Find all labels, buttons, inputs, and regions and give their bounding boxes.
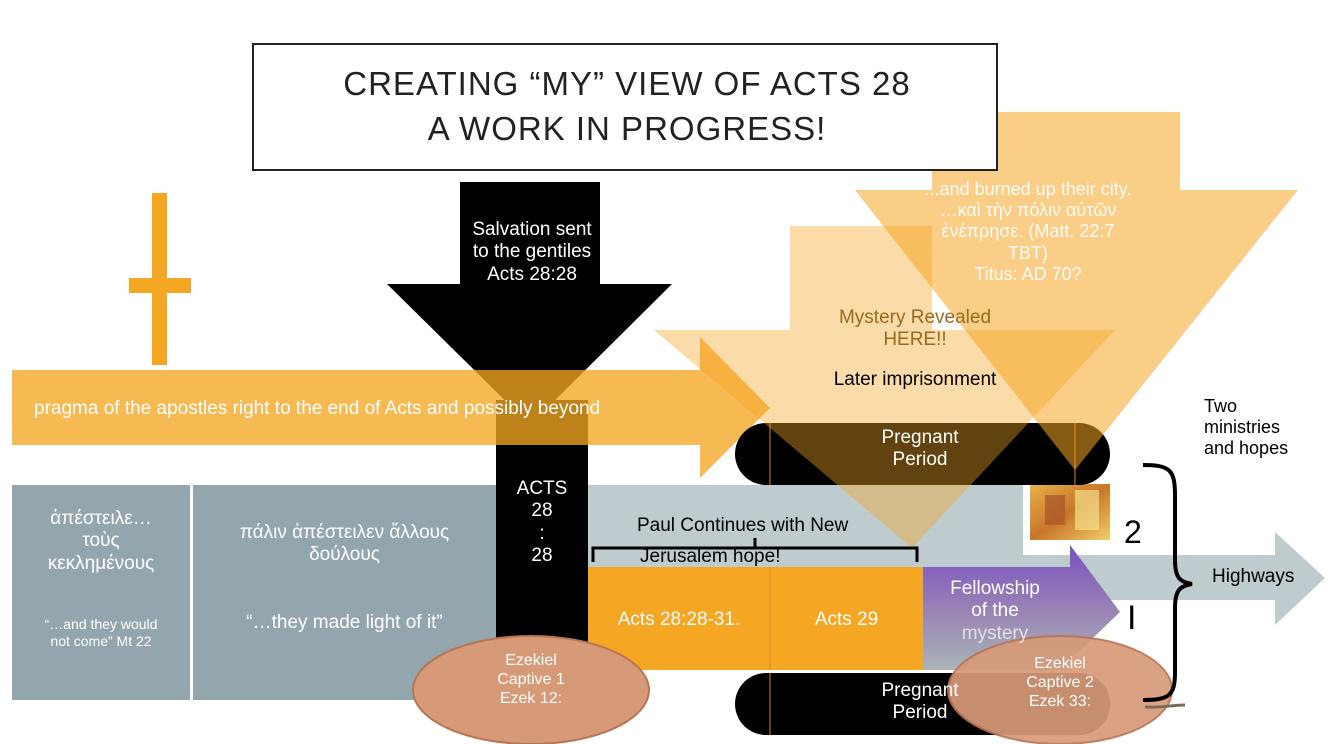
salvation-arrow bbox=[387, 182, 672, 425]
burned-line-3: ἐνέπρησε. (Matt. 22:7 bbox=[941, 221, 1115, 242]
acts-line-1: ACTS bbox=[516, 478, 568, 499]
ezekiel-ellipse-1 bbox=[412, 635, 650, 744]
pregnant-bottom-text: Pregnant Period bbox=[860, 680, 980, 725]
salvation-line-2: to the gentiles bbox=[472, 241, 592, 263]
box1-greek-3: κεκλημένους bbox=[47, 552, 155, 574]
mystery-arrow bbox=[654, 226, 1115, 548]
paul-continues-line-2: Jerusalem hope! bbox=[640, 546, 781, 567]
box1-quote-2: not come” Mt 22 bbox=[50, 632, 152, 649]
acts29-band bbox=[770, 567, 923, 670]
box1-greek: ἀπέστειλε… τοὺς κεκλημένους bbox=[12, 508, 190, 575]
acts-column-text: ACTS 28 : 28 bbox=[496, 478, 588, 568]
mystery-line-2: HERE!! bbox=[883, 329, 947, 351]
two-ministries-line-3: and hopes bbox=[1204, 438, 1289, 459]
salvation-text: Salvation sent to the gentiles Acts 28:2… bbox=[452, 219, 612, 286]
greek-box-1 bbox=[12, 485, 190, 700]
acts-line-3: : bbox=[539, 522, 545, 544]
highway-arrow bbox=[1010, 532, 1325, 625]
pragma-arrow bbox=[12, 337, 770, 478]
burned-city-arrow bbox=[855, 112, 1298, 470]
paul-continues-line-1: Paul Continues with New bbox=[637, 515, 849, 536]
connector-curve bbox=[1144, 703, 1186, 709]
ezekiel2-text: Ezekiel Captive 2 Ezek 33: bbox=[990, 655, 1130, 712]
acts-line-4: 28 bbox=[531, 545, 553, 567]
mystery-line-1: Mystery Revealed bbox=[838, 307, 992, 328]
fellowship-line-2: of the bbox=[971, 600, 1019, 622]
salvation-line-3: Acts 28:28 bbox=[487, 263, 577, 285]
two-ministries-line-1: Two bbox=[1204, 396, 1238, 416]
ezekiel1-line-3: Ezek 12: bbox=[499, 689, 563, 707]
box2-quote: “…they made light of it” bbox=[246, 612, 443, 633]
highways-label: Highways bbox=[1212, 566, 1295, 587]
acts29-label: Acts 29 bbox=[814, 609, 879, 630]
box1-greek-2: τοὺς bbox=[82, 530, 120, 552]
paul-band bbox=[578, 485, 1023, 567]
burned-line-5: Titus: AD 70? bbox=[974, 263, 1082, 284]
fellowship-line-3: mystery bbox=[961, 622, 1029, 644]
ezekiel1-line-1: Ezekiel bbox=[505, 652, 557, 669]
ezekiel2-line-2: Captive 2 bbox=[1026, 673, 1094, 691]
ezekiel2-line-3: Ezek 33: bbox=[1028, 692, 1092, 710]
box1-quote-1: “…and they would bbox=[44, 616, 158, 632]
salvation-line-1: Salvation sent bbox=[472, 219, 592, 240]
pregnant-bottom-line-2: Period bbox=[892, 702, 948, 724]
ezekiel1-line-2: Captive 1 bbox=[497, 670, 565, 688]
pregnant-bottom-line-1: Pregnant bbox=[881, 680, 959, 701]
box1-quote: “…and they would not come” Mt 22 bbox=[12, 616, 190, 649]
title-line-2: A WORK IN PROGRESS! bbox=[427, 110, 827, 147]
ezekiel1-text: Ezekiel Captive 1 Ezek 12: bbox=[461, 652, 601, 709]
box2-greek: πάλιν ἀπέστειλεν ἄλλους δούλους bbox=[193, 522, 496, 567]
pregnant-top-text: Pregnant Period bbox=[860, 427, 980, 472]
fellowship-line-1: Fellowship bbox=[950, 578, 1040, 599]
box2-greek-2: δούλους bbox=[309, 544, 380, 566]
two-ministries-text: Two ministries and hopes bbox=[1204, 396, 1288, 460]
pragma-label: pragma of the apostles right to the end … bbox=[34, 398, 601, 419]
mystery-text: Mystery Revealed HERE!! bbox=[805, 307, 1025, 352]
acts-line-2: 28 bbox=[531, 500, 553, 522]
burned-line-1: ...and burned up their city. bbox=[924, 179, 1132, 199]
ezekiel2-line-1: Ezekiel bbox=[1034, 655, 1086, 672]
burned-line-2: …καὶ τὴν πόλιν αὐτῶν bbox=[939, 200, 1117, 221]
right-brace bbox=[1142, 463, 1193, 702]
title-line-1: CREATING “MY” VIEW OF ACTS 28 bbox=[343, 65, 911, 102]
later-imprisonment: Later imprisonment bbox=[833, 369, 997, 390]
burned-line-4: TBT) bbox=[1008, 242, 1048, 263]
acts-range-label: Acts 28:28-31. bbox=[617, 609, 741, 630]
number-two: 2 bbox=[1124, 514, 1142, 550]
pregnant-top-line-2: Period bbox=[892, 449, 948, 471]
number-one: I bbox=[1127, 599, 1137, 637]
two-ministries-line-2: ministries bbox=[1204, 417, 1281, 438]
fellowship-text: Fellowship of the mystery bbox=[920, 578, 1070, 645]
burned-city-text: ...and burned up their city. …καὶ τὴν πό… bbox=[918, 179, 1138, 285]
pregnant-top-line-1: Pregnant bbox=[881, 427, 959, 448]
box2-greek-1: πάλιν ἀπέστειλεν ἄλλους bbox=[239, 522, 450, 543]
title-box: CREATING “MY” VIEW OF ACTS 28 A WORK IN … bbox=[252, 43, 998, 171]
paul-bracket bbox=[591, 538, 919, 562]
box1-greek-1: ἀπέστειλε… bbox=[50, 508, 152, 529]
pregnant-capsule-top bbox=[735, 423, 1110, 485]
